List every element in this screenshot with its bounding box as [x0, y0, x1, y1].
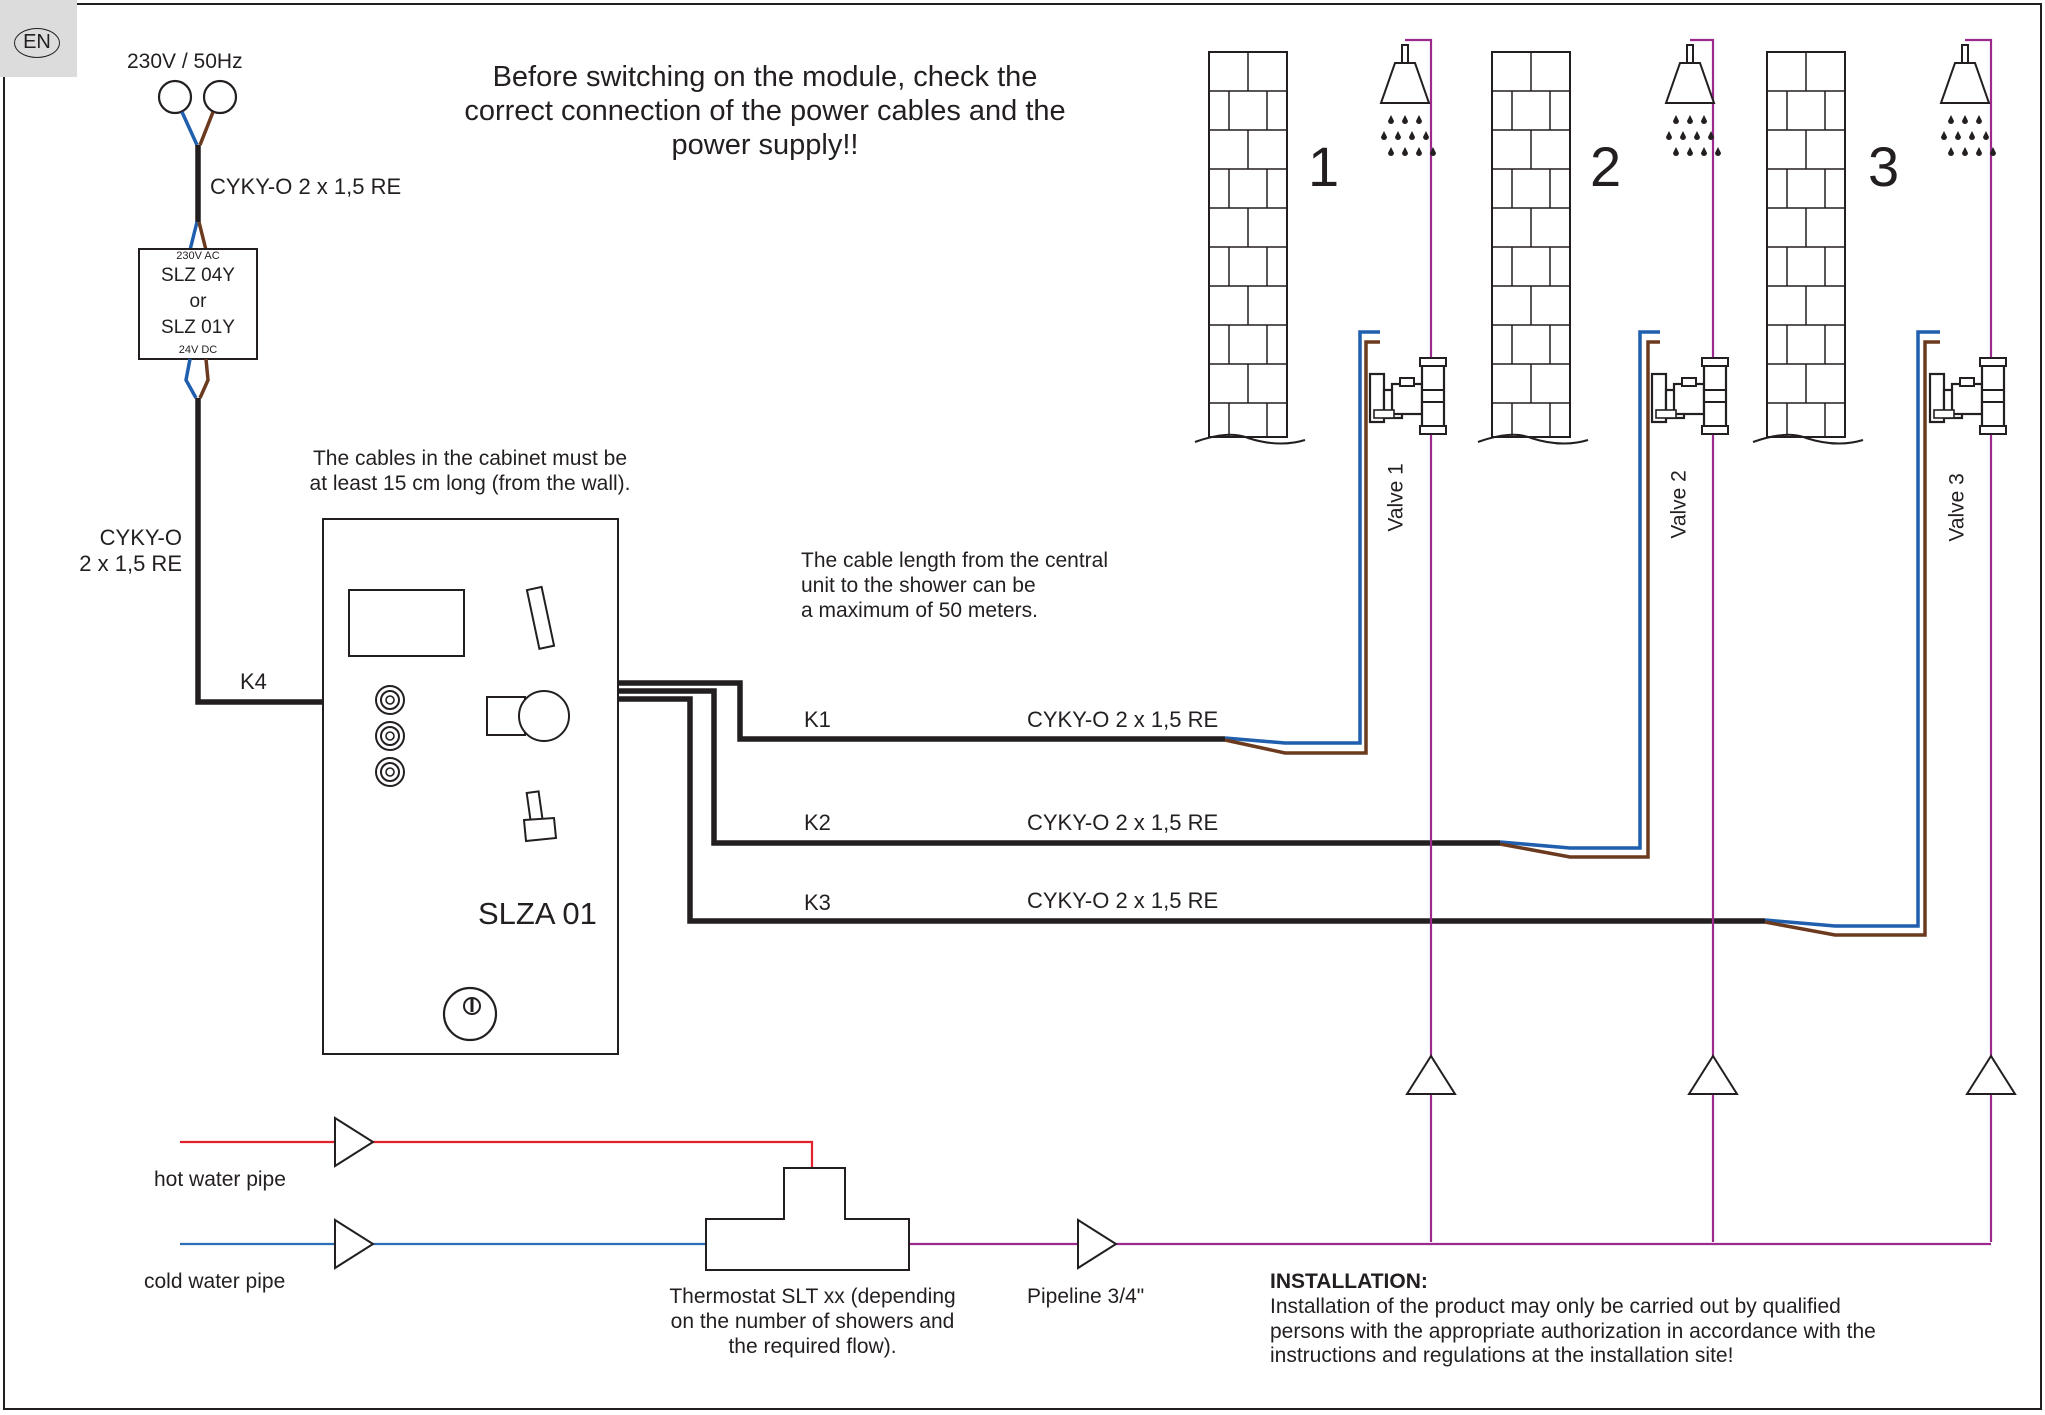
- shower-wall-2: [1477, 51, 1589, 445]
- unit-display: [348, 589, 465, 657]
- solenoid-valve-2: [1650, 356, 1730, 436]
- thermostat-body: [705, 1167, 910, 1271]
- unit-fuse: [525, 585, 556, 650]
- cable-k2: [618, 330, 1660, 859]
- unit-lock-icon: [442, 986, 498, 1042]
- solenoid-valve-3: [1928, 356, 2008, 436]
- hot-water-line: [180, 1140, 814, 1170]
- adapter-output-wires: [184, 358, 210, 399]
- unit-switch-icon: [522, 790, 558, 843]
- pipeline-label: Pipeline 3/4": [1027, 1285, 1145, 1308]
- shower-number-1: 1: [1308, 135, 1340, 198]
- thermostat-line-3: the required flow).: [728, 1334, 897, 1358]
- k2-spec: CYKY-O 2 x 1,5 RE: [1027, 810, 1219, 835]
- installation-title: INSTALLATION:: [1270, 1270, 1428, 1293]
- length-note-line-1: The cable length from the central: [801, 549, 1109, 572]
- supply-wires: [180, 111, 215, 251]
- installation-line-3: instructions and regulations at the inst…: [1270, 1344, 1734, 1368]
- k3-spec: CYKY-O 2 x 1,5 RE: [1027, 888, 1219, 913]
- thermostat-line-1: Thermostat SLT xx (depending: [669, 1285, 956, 1308]
- power-plug: [157, 79, 238, 115]
- psu-label-top: 230V AC: [176, 250, 220, 262]
- installation-line-2: persons with the appropriate authorizati…: [1270, 1319, 1876, 1343]
- cold-water-label: cold water pipe: [144, 1270, 286, 1293]
- psu-model-2: SLZ 01Y: [161, 317, 235, 338]
- cable-k3: [618, 330, 1940, 937]
- cabinet-note-line-2: at least 15 cm long (from the wall).: [309, 471, 631, 495]
- valve-1-label: Valve 1: [1384, 463, 1408, 532]
- water-risers: [1405, 38, 1993, 1242]
- k4-label: K4: [240, 669, 267, 694]
- k4-spec-line-1: CYKY-O: [99, 525, 182, 550]
- thermostat-line-2: on the number of showers and: [670, 1309, 955, 1333]
- page-frame: [3, 3, 2042, 1410]
- warning-line-3: power supply!!: [671, 129, 859, 162]
- cabinet-note: The cables in the cabinet must be at lea…: [270, 447, 670, 497]
- k2-label: K2: [804, 810, 831, 835]
- power-supply-label: 230V / 50Hz: [127, 50, 243, 73]
- k4-cable-spec: CYKY-O 2 x 1,5 RE: [40, 525, 182, 577]
- language-code: EN: [14, 28, 60, 58]
- shower-head-1: [1380, 44, 1437, 157]
- power-adapter-box: [138, 248, 258, 360]
- k3-label: K3: [804, 890, 831, 915]
- thermostat-label: Thermostat SLT xx (depending on the numb…: [620, 1285, 1005, 1359]
- riser-flow-arrows: [1406, 1055, 2016, 1095]
- language-badge: EN: [0, 0, 77, 77]
- shower-wall-3: [1752, 51, 1864, 445]
- installation-note: INSTALLATION: Installation of the produc…: [1270, 1270, 1876, 1369]
- solenoid-valve-1: [1368, 356, 1448, 436]
- k1-spec: CYKY-O 2 x 1,5 RE: [1027, 707, 1219, 732]
- length-note-line-2: unit to the shower can be: [801, 573, 1036, 597]
- shower-head-3: [1940, 44, 1997, 157]
- valve-3-label: Valve 3: [1945, 473, 1969, 542]
- cabinet-note-line-1: The cables in the cabinet must be: [312, 447, 627, 470]
- unit-terminal-icon: [375, 685, 405, 787]
- warning-note: Before switching on the module, check th…: [380, 60, 1150, 163]
- supply-cable-label: CYKY-O 2 x 1,5 RE: [210, 174, 402, 199]
- hot-water-label: hot water pipe: [154, 1168, 286, 1191]
- valve-2-label: Valve 2: [1667, 470, 1691, 539]
- cable-k1: [618, 330, 1380, 755]
- central-unit-slza01: [322, 518, 619, 1055]
- warning-line-1: Before switching on the module, check th…: [492, 61, 1038, 93]
- warning-line-2: correct connection of the power cables a…: [464, 95, 1066, 128]
- k4-spec-line-2: 2 x 1,5 RE: [79, 550, 182, 576]
- installation-line-1: Installation of the product may only be …: [1270, 1294, 1841, 1318]
- cable-k4: [195, 398, 323, 705]
- psu-or: or: [189, 291, 207, 312]
- unit-relay-icon: [486, 690, 570, 742]
- shower-wall-1: [1194, 51, 1306, 445]
- cable-length-note: The cable length from the central unit t…: [801, 549, 1108, 623]
- shower-number-2: 2: [1590, 135, 1622, 198]
- k1-label: K1: [804, 707, 831, 732]
- psu-model-1: SLZ 04Y: [161, 265, 235, 286]
- length-note-line-3: a maximum of 50 meters.: [801, 598, 1038, 622]
- psu-label-bottom: 24V DC: [178, 344, 218, 356]
- shower-number-3: 3: [1868, 135, 1900, 198]
- unit-name-label: SLZA 01: [478, 896, 597, 931]
